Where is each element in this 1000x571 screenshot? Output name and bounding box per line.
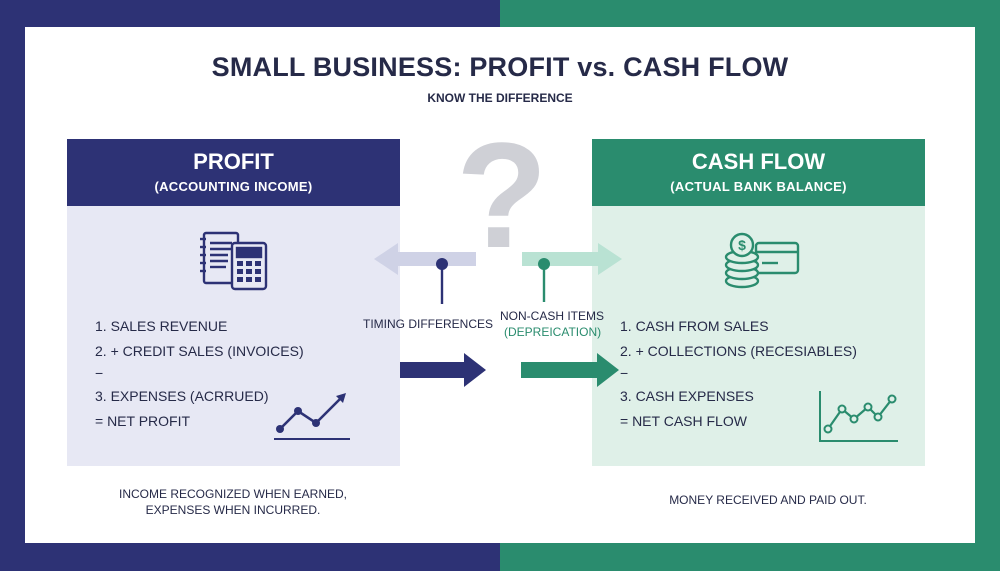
timing-arrow-left <box>374 243 476 275</box>
cashflow-subtitle: (ACTUAL BANK BALANCE) <box>670 179 847 194</box>
list-item: − <box>95 365 104 381</box>
list-item: 3. CASH EXPENSES <box>620 388 754 404</box>
noncash-pin <box>538 258 550 302</box>
coins-card-icon: $ <box>724 232 800 289</box>
trend-up-icon <box>274 393 350 440</box>
list-item: 3. EXPENSES (ACRRUED) <box>95 388 269 404</box>
noncash-items-label: NON-CASH ITEMS <box>500 309 605 323</box>
timing-pin <box>436 258 448 304</box>
cashflow-title: CASH FLOW <box>691 149 826 174</box>
list-item: 2. + CREDIT SALES (INVOICES) <box>95 343 304 359</box>
page-subtitle: KNOW THE DIFFERENCE <box>427 91 573 105</box>
profit-subtitle: (ACCOUNTING INCOME) <box>154 179 313 194</box>
profit-header: PROFIT (ACCOUNTING INCOME) <box>67 139 400 206</box>
timing-differences-label: TIMING DIFFERENCES <box>363 317 494 331</box>
ledger-calculator-icon <box>200 231 268 291</box>
profit-caption: INCOME RECOGNIZED WHEN EARNED, EXPENSES … <box>100 486 366 518</box>
profit-caption-line2: EXPENSES WHEN INCURRED. <box>145 503 321 517</box>
list-item: 1. SALES REVENUE <box>95 318 228 334</box>
noncash-arrow-right <box>522 243 622 275</box>
list-item: = NET CASH FLOW <box>620 413 747 429</box>
svg-text:$: $ <box>738 237 746 253</box>
page-title: SMALL BUSINESS: PROFIT vs. CASH FLOW <box>211 52 789 82</box>
depreciation-label: (DEPREICATION) <box>504 325 602 339</box>
list-item: = NET PROFIT <box>95 413 191 429</box>
question-mark-icon: ? <box>456 111 548 279</box>
profit-arrow-right <box>400 353 486 387</box>
cashflow-arrow-right <box>521 353 619 387</box>
cashflow-panel: CASH FLOW (ACTUAL BANK BALANCE) $ 1. CAS… <box>592 139 925 466</box>
list-item: 1. CASH FROM SALES <box>620 318 769 334</box>
cashflow-header: CASH FLOW (ACTUAL BANK BALANCE) <box>592 139 925 206</box>
list-item: 2. + COLLECTIONS (RECESIABLES) <box>620 343 857 359</box>
list-item: − <box>620 365 629 381</box>
cashflow-caption: MONEY RECEIVED AND PAID OUT. <box>669 493 867 507</box>
profit-caption-line1: INCOME RECOGNIZED WHEN EARNED, <box>118 487 347 501</box>
profit-title: PROFIT <box>193 149 274 174</box>
profit-panel: PROFIT (ACCOUNTING INCOME) 1. SALES REVE… <box>67 139 400 466</box>
line-chart-icon <box>819 391 898 442</box>
